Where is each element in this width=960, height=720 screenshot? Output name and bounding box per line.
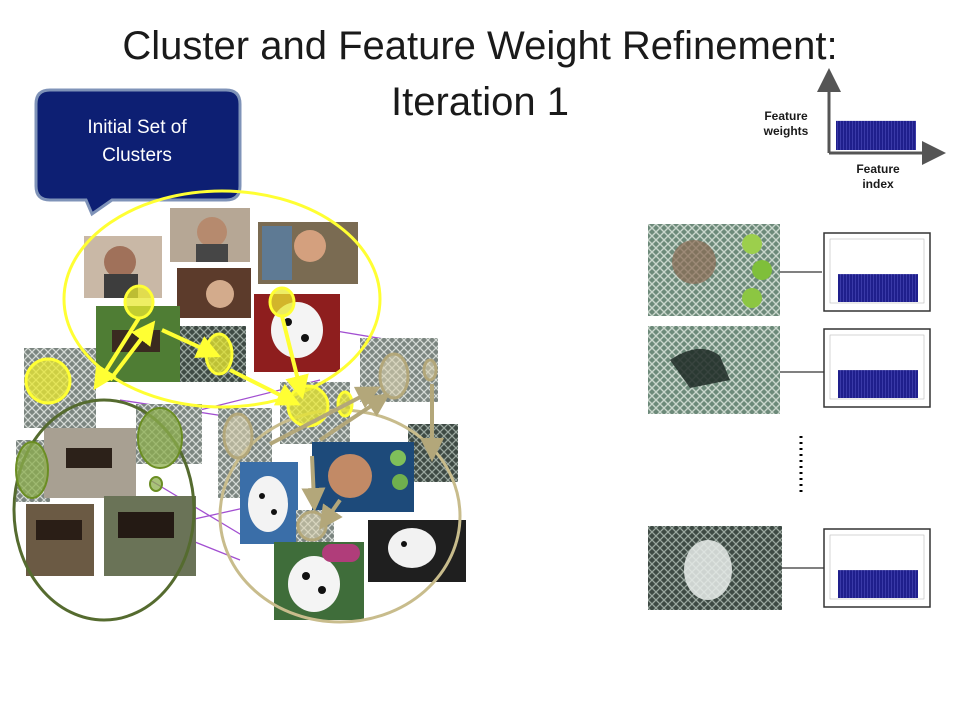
tan-arrows [269,384,444,530]
title-line-2: Iteration 1 [391,80,569,124]
legend-weight-bars [836,120,916,150]
legend-y-label-line-1: Feature [764,109,808,123]
legend-x-label-line-2: index [862,177,894,191]
tan-feature-nodes [222,352,438,542]
example-images [648,224,782,610]
weight-panel-1 [823,232,931,312]
weight-panel-3-bars [838,570,918,598]
slide-title: Cluster and Feature Weight Refinement: I… [0,18,960,130]
olive-feature-nodes [15,407,183,499]
weight-panel-3 [823,528,931,608]
connectors [780,271,824,569]
legend-x-label-line-1: Feature [856,162,900,176]
callout-bubble [34,88,242,217]
callout-line-2: Clusters [102,145,172,166]
legend-weight-chart [817,68,946,165]
legend-x-label: Feature index [846,162,910,192]
title-line-1: Cluster and Feature Weight Refinement: [122,24,838,68]
yellow-arrows [93,315,309,406]
callout-label: Initial Set of Clusters [34,114,240,170]
weight-panel-1-bars [838,274,918,302]
cluster-okapi-ellipse [12,398,196,622]
legend-y-label-line-2: weights [763,124,809,138]
callout-line-1: Initial Set of [87,117,187,138]
weight-panel-2-bars [838,370,918,398]
weight-panel-2 [823,328,931,408]
legend-y-label: Feature weights [756,109,816,139]
cluster-faces-ellipse [62,189,382,409]
